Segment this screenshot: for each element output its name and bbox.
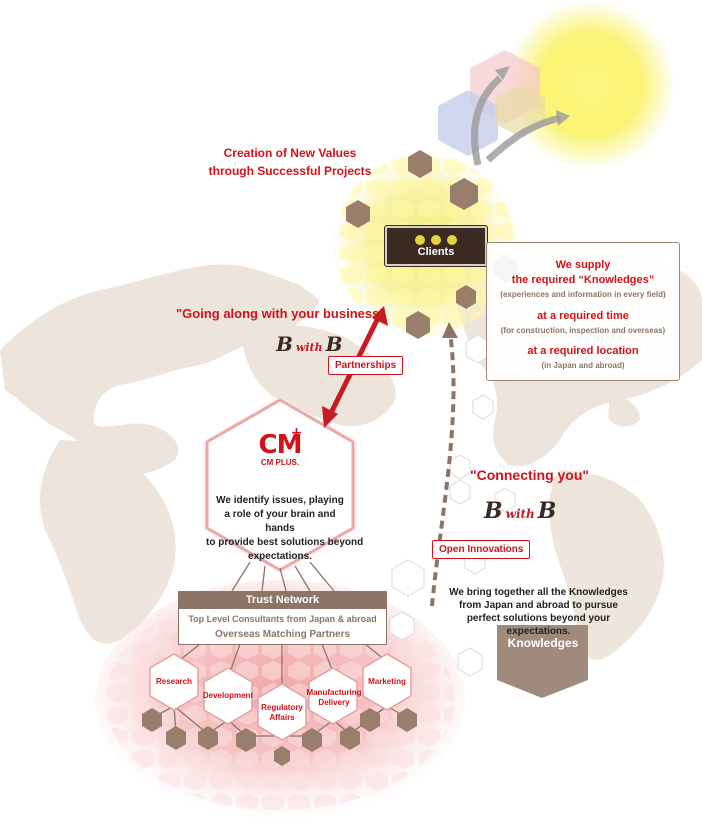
- clients-label: Clients: [417, 246, 455, 258]
- supply-title1: We supply: [555, 259, 611, 271]
- bring-line3: perfect solutions beyond your: [466, 613, 611, 624]
- dept-manufacturing-delivery: Manufacturing Delivery: [306, 688, 362, 708]
- bring-line2: from Japan and abroad to pursue: [459, 600, 618, 611]
- creation-line1: Creation of New Values: [223, 146, 357, 160]
- cm-plus-logo-icon: CM+ CM PLUS.: [250, 425, 310, 467]
- cm-line1: We identify issues, playing: [216, 495, 344, 506]
- dept-regulatory-affairs: Regulatory Affairs: [256, 703, 308, 723]
- dept-marketing-label: Marketing: [368, 677, 406, 686]
- dept-development-label: Development: [202, 691, 254, 700]
- supply-box: We supply the required “Knowledges” (exp…: [486, 242, 680, 381]
- trust-network-title: Trust Network: [178, 591, 387, 609]
- cm-line2: a role of your brain and hands: [224, 509, 336, 534]
- trust-line1: Top Level Consultants from Japan & abroa…: [188, 614, 377, 624]
- clients-box: Clients: [385, 226, 487, 266]
- dept-research: Research: [150, 677, 198, 687]
- partnerships-tag: Partnerships: [328, 356, 404, 375]
- with-text: with: [295, 341, 323, 354]
- dept-manufacturing-label2: Delivery: [318, 698, 350, 707]
- b-right-2: B: [537, 498, 557, 524]
- dept-regulatory-label1: Regulatory: [261, 703, 303, 712]
- knowledges-label: Knowledges: [507, 636, 579, 650]
- with-text-2: with: [505, 507, 535, 521]
- supply-time-sub: (for construction, inspection and overse…: [500, 326, 666, 335]
- b-left-2: B: [484, 498, 503, 524]
- bring-together-text: We bring together all the Knowledges fro…: [426, 586, 651, 638]
- dept-regulatory-label2: Affairs: [269, 713, 295, 722]
- supply-sub1: (experiences and information in every fi…: [500, 290, 666, 299]
- dept-marketing: Marketing: [363, 677, 411, 687]
- cm-line3: to provide best solutions beyond: [206, 537, 364, 548]
- b-right: B: [325, 332, 343, 356]
- creation-line2: through Successful Projects: [208, 164, 372, 178]
- bring-line4: expectations.: [506, 626, 571, 637]
- dept-development: Development: [202, 691, 254, 701]
- bring-line1: We bring together all the Knowledges: [449, 587, 628, 598]
- going-along-text: "Going along with your business": [176, 306, 386, 321]
- cm-plus-logo-text: CM PLUS.: [260, 458, 300, 467]
- trust-line2: Overseas Matching Partners: [214, 629, 351, 640]
- dashed-arrow-icon: [430, 331, 456, 607]
- clients-dots: [387, 232, 485, 245]
- trust-network-box: Top Level Consultants from Japan & abroa…: [178, 609, 387, 645]
- supply-loc-sub: (in Japan and abroad): [541, 361, 625, 370]
- dept-manufacturing-label1: Manufacturing: [306, 688, 362, 697]
- supply-loc-title: at a required location: [527, 345, 639, 357]
- creation-heading: Creation of New Values through Successfu…: [170, 144, 410, 180]
- connecting-you-text: "Connecting you": [470, 467, 590, 483]
- open-innovations-tag: Open Innovations: [432, 540, 531, 559]
- cm-plus-description: We identify issues, playing a role of yo…: [206, 494, 363, 564]
- supply-time-title: at a required time: [537, 310, 629, 322]
- supply-title2: the required “Knowledges”: [511, 274, 655, 286]
- dept-research-label: Research: [155, 677, 193, 686]
- b-left: B: [276, 332, 293, 356]
- cm-line4: expectations.: [248, 551, 312, 562]
